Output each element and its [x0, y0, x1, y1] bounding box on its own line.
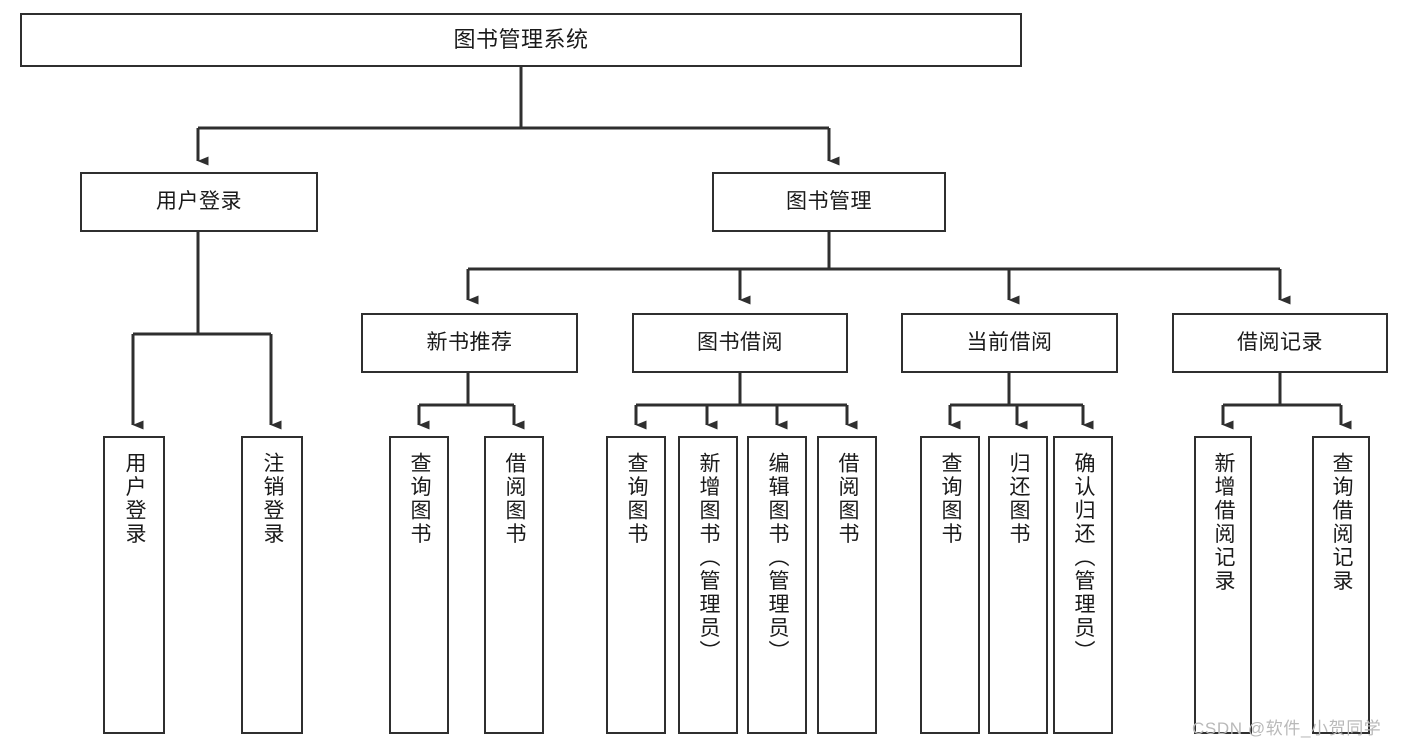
node-label: 当前借阅	[966, 330, 1053, 354]
node-leaf-user-login[interactable]: 用户登录	[103, 436, 165, 734]
node-label: 查询图书	[939, 452, 963, 546]
node-label: 编辑图书（管理员）	[766, 452, 790, 664]
node-label: 图书管理	[786, 189, 872, 213]
node-label: 查询图书	[408, 452, 432, 546]
node-book-borrowing[interactable]: 图书借阅	[632, 313, 848, 373]
node-book-management-system[interactable]: 图书管理系统	[20, 13, 1022, 67]
node-label: 新书推荐	[426, 330, 513, 354]
node-label: 借阅图书	[503, 452, 527, 546]
node-leaf-query-book-current[interactable]: 查询图书	[920, 436, 980, 734]
node-leaf-query-book-borrowing[interactable]: 查询图书	[606, 436, 666, 734]
node-book-management[interactable]: 图书管理	[712, 172, 946, 232]
node-leaf-query-borrowing-record[interactable]: 查询借阅记录	[1312, 436, 1370, 734]
node-leaf-logout-login[interactable]: 注销登录	[241, 436, 303, 734]
node-current-borrowing[interactable]: 当前借阅	[901, 313, 1118, 373]
node-leaf-add-book-admin[interactable]: 新增图书（管理员）	[678, 436, 738, 734]
node-new-book-recommendation[interactable]: 新书推荐	[361, 313, 578, 373]
node-label: 图书管理系统	[453, 27, 589, 53]
node-leaf-add-borrowing-record[interactable]: 新增借阅记录	[1194, 436, 1252, 734]
node-label: 图书借阅	[697, 330, 783, 354]
node-label: 新增图书（管理员）	[697, 452, 721, 664]
node-user-login[interactable]: 用户登录	[80, 172, 318, 232]
node-label: 用户登录	[123, 452, 147, 546]
node-label: 新增借阅记录	[1212, 452, 1236, 593]
node-label: 注销登录	[261, 452, 285, 546]
node-leaf-borrow-book[interactable]: 借阅图书	[817, 436, 877, 734]
node-label: 查询图书	[625, 452, 649, 546]
node-label: 借阅记录	[1237, 330, 1323, 354]
node-leaf-return-book[interactable]: 归还图书	[988, 436, 1048, 734]
node-label: 归还图书	[1007, 452, 1031, 546]
node-label: 用户登录	[156, 189, 242, 213]
node-label: 借阅图书	[836, 452, 860, 546]
csdn-watermark: CSDN @软件_小贺同学	[1192, 719, 1382, 738]
node-leaf-edit-book-admin[interactable]: 编辑图书（管理员）	[747, 436, 807, 734]
node-leaf-confirm-return-admin[interactable]: 确认归还（管理员）	[1053, 436, 1113, 734]
node-leaf-borrow-book-recommendation[interactable]: 借阅图书	[484, 436, 544, 734]
node-label: 确认归还（管理员）	[1072, 452, 1096, 664]
node-leaf-query-book-recommendation[interactable]: 查询图书	[389, 436, 449, 734]
node-label: 查询借阅记录	[1330, 452, 1354, 593]
node-borrowing-records[interactable]: 借阅记录	[1172, 313, 1388, 373]
